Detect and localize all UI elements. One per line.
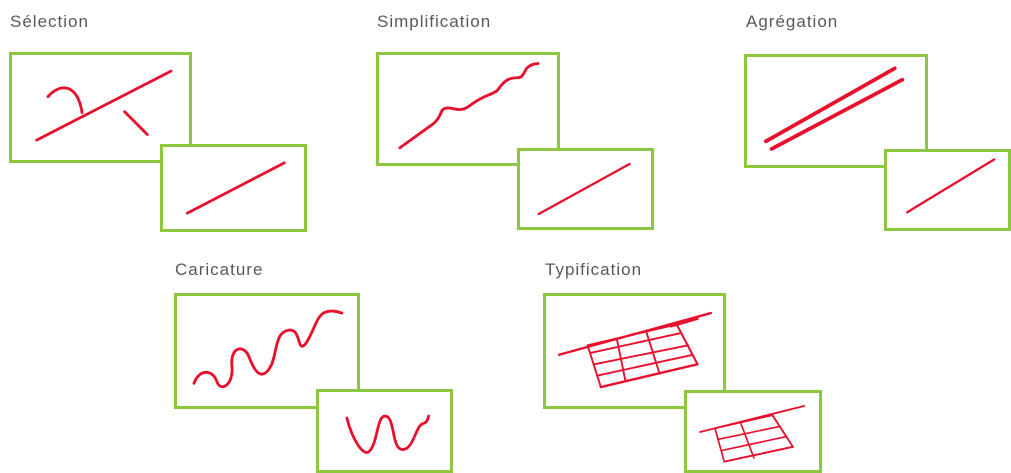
aggregation-original-drawing	[764, 66, 905, 151]
aggregation-result-drawing	[906, 158, 996, 214]
typification-original-drawing	[557, 311, 713, 389]
caricature-original-drawing	[192, 309, 344, 388]
panel-title-caricature: Caricature	[175, 260, 264, 279]
aggregation-result-frame	[884, 149, 1011, 231]
selection-result-frame	[160, 144, 307, 232]
simplification-result-drawing	[537, 162, 631, 216]
simplified-line	[537, 162, 631, 216]
curved-branch-line	[46, 86, 84, 115]
selection-result-drawing	[185, 161, 286, 215]
grid-col-3	[675, 323, 699, 366]
straight-branch-line	[123, 110, 149, 136]
grid-row-1	[589, 332, 683, 354]
road-connector	[669, 317, 699, 328]
parallel-line-lower	[769, 77, 905, 151]
selection-original-drawing	[35, 69, 173, 142]
caricature-result-drawing	[345, 414, 430, 454]
grid-col-2	[645, 331, 661, 375]
panel-title-simplification: Simplification	[377, 12, 492, 31]
simplification-original-frame	[376, 52, 560, 166]
grid-pattern	[586, 317, 699, 388]
grid-row-small-1	[716, 425, 781, 441]
simplification-result-frame	[517, 148, 654, 230]
selected-road-line	[185, 161, 286, 215]
grid-col-1	[616, 338, 627, 383]
caricature-result-frame	[316, 389, 453, 473]
main-road-line	[35, 69, 173, 142]
panel-title-selection: Sélection	[10, 12, 89, 31]
panel-title-typification: Typification	[545, 260, 643, 279]
aggregated-line	[906, 158, 996, 214]
typification-result-drawing	[699, 405, 805, 463]
caricatured-wave-line	[345, 414, 430, 454]
typification-original-frame	[543, 293, 726, 409]
grid-row-small-2	[720, 435, 788, 452]
panel-title-aggregation: Agrégation	[746, 12, 839, 31]
typification-result-frame	[684, 390, 822, 473]
grid-row-3	[596, 353, 694, 377]
grid-col-small-2	[771, 414, 794, 448]
parallel-line-upper	[764, 66, 897, 144]
road-lines	[557, 311, 713, 389]
detailed-wavy-line	[398, 62, 540, 150]
selection-original-frame	[9, 52, 192, 163]
grid-row-2	[593, 344, 690, 366]
simplification-original-drawing	[398, 62, 540, 150]
grid-col-small-1	[740, 422, 755, 459]
exaggerated-wave-line	[192, 309, 344, 388]
